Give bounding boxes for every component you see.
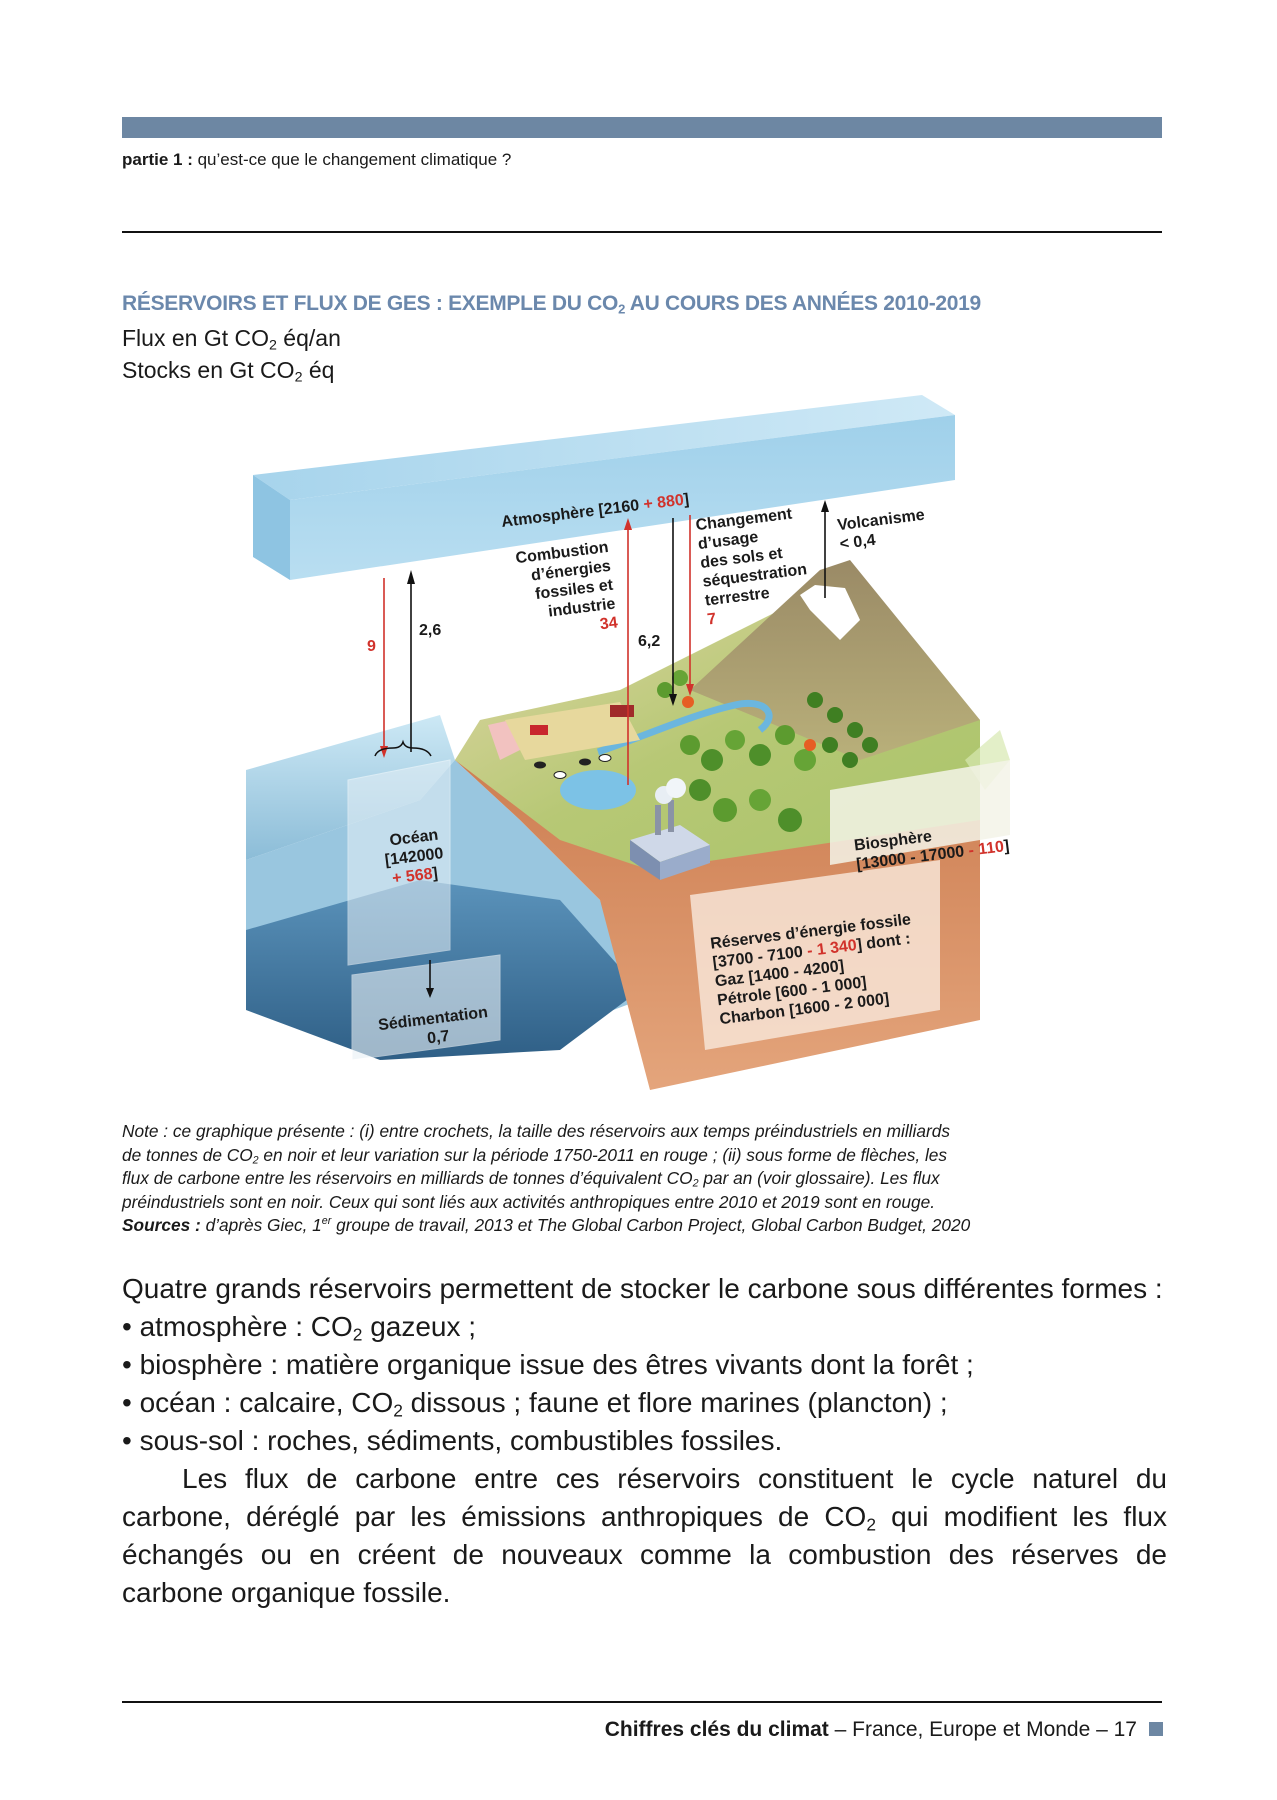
svg-text:7: 7 (706, 611, 717, 629)
header-bar (122, 117, 1162, 138)
figure-title: RÉSERVOIRS ET FLUX DE GES : EXEMPLE DU C… (122, 292, 981, 316)
flux-units: Flux en Gt CO2 éq/an (122, 325, 341, 352)
part-header: partie 1 : qu’est-ce que le changement c… (122, 150, 511, 170)
volcanism-arrowhead (821, 500, 829, 512)
lake (560, 770, 636, 810)
svg-text:< 0,4: < 0,4 (839, 532, 877, 553)
bullet-ocean: • océan : calcaire, CO2 dissous ; faune … (122, 1384, 1167, 1422)
bullet-subsoil: • sous-sol : roches, sédiments, combusti… (122, 1422, 1167, 1460)
fire-icon (682, 696, 694, 708)
footer-square-icon (1149, 1722, 1163, 1736)
figure-note: Note : ce graphique présente : (i) entre… (122, 1120, 1172, 1238)
bullet-atmosphere: • atmosphère : CO2 gazeux ; (122, 1308, 1167, 1346)
ocean-outgas-value: 2,6 (419, 622, 441, 639)
fire-icon (804, 739, 816, 751)
ocean-uptake-value: 9 (367, 638, 376, 655)
body-text: Quatre grands réservoirs permettent de s… (122, 1270, 1167, 1612)
volcanism-label: Volcanisme < 0,4 (836, 507, 928, 553)
svg-text:34: 34 (599, 614, 619, 633)
tractor-icon (530, 725, 548, 735)
combustion-label: Combustion d’énergies fossiles et indust… (515, 539, 620, 643)
carbon-cycle-paragraph: Les flux de carbone entre ces réservoirs… (122, 1460, 1167, 1612)
page-footer: Chiffres clés du climat – France, Europe… (605, 1718, 1163, 1742)
carbon-cycle-illustration: Atmosphère [2160 + 880] 9 2,6 Combustion… (240, 380, 1010, 1100)
intro-paragraph: Quatre grands réservoirs permettent de s… (122, 1270, 1167, 1308)
bullet-biosphere: • biosphère : matière organique issue de… (122, 1346, 1167, 1384)
ocean-stock-label: Océan [142000 + 568] (382, 826, 447, 888)
header-rule (122, 231, 1162, 233)
svg-text:Volcanisme: Volcanisme (836, 507, 925, 535)
land-uptake-value: 6,2 (638, 633, 660, 650)
svg-text:0,7: 0,7 (426, 1028, 450, 1048)
footer-rule (122, 1701, 1162, 1703)
sources-label: Sources : (122, 1215, 201, 1235)
truck-icon (610, 705, 634, 717)
ocean-outgas-arrowhead (407, 570, 415, 584)
